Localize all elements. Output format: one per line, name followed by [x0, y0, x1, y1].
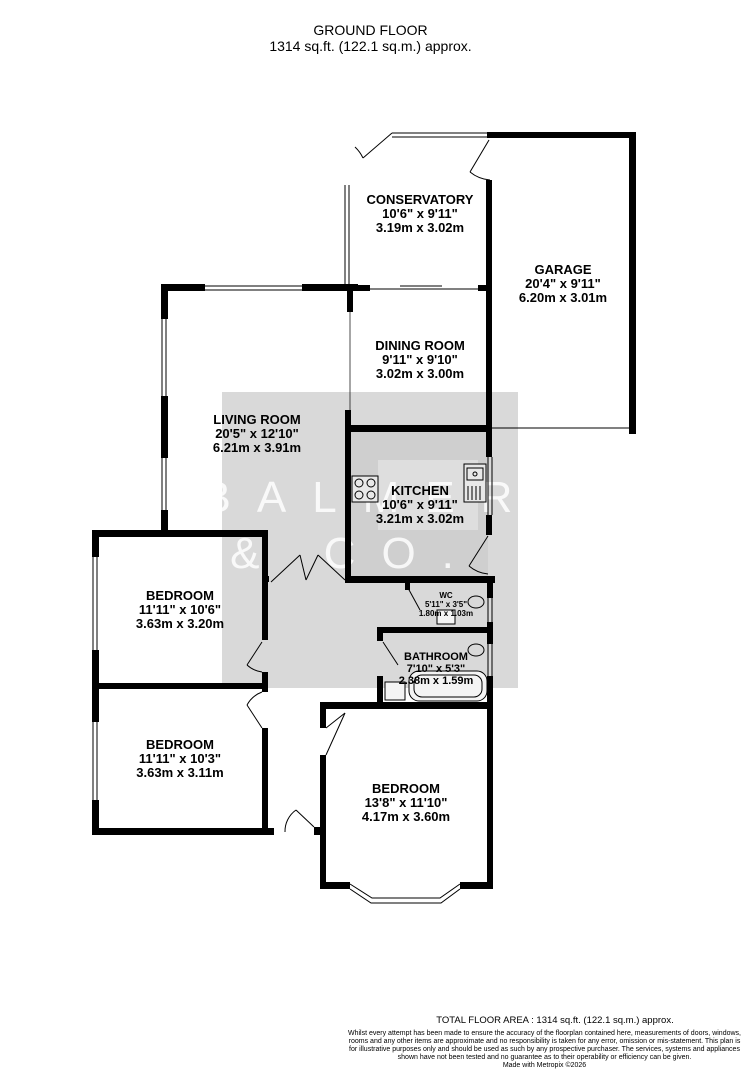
svg-text:4.17m x 3.60m: 4.17m x 3.60m	[362, 809, 450, 824]
svg-text:7'10" x 5'3": 7'10" x 5'3"	[407, 663, 465, 675]
basin-icon	[384, 609, 456, 701]
svg-text:9'11" x 9'10": 9'11" x 9'10"	[382, 352, 458, 367]
svg-text:3.63m x 3.11m: 3.63m x 3.11m	[136, 765, 223, 780]
svg-text:11'11" x 10'6": 11'11" x 10'6"	[139, 602, 221, 617]
bay-window	[349, 883, 461, 904]
svg-text:11'11" x 10'3": 11'11" x 10'3"	[139, 751, 221, 766]
svg-text:CONSERVATORY: CONSERVATORY	[367, 192, 474, 207]
disclaimer: Whilst every attempt has been made to en…	[348, 1030, 741, 1070]
svg-text:LIVING ROOM: LIVING ROOM	[213, 412, 300, 427]
svg-text:2.38m x 1.59m: 2.38m x 1.59m	[399, 675, 474, 687]
room-bedroom-1: BEDROOM 11'11" x 10'6" 3.63m x 3.20m	[136, 588, 224, 631]
door-swings	[246, 132, 491, 833]
room-wc: WC 5'11" x 3'5" 1.80m x 1.03m	[419, 591, 473, 618]
svg-text:3.63m x 3.20m: 3.63m x 3.20m	[136, 616, 224, 631]
svg-text:10'6" x 9'11": 10'6" x 9'11"	[382, 206, 458, 221]
svg-text:5'11" x 3'5": 5'11" x 3'5"	[425, 600, 467, 609]
svg-text:WC: WC	[439, 591, 453, 600]
room-bedroom-3: BEDROOM 13'8" x 11'10" 4.17m x 3.60m	[362, 781, 450, 824]
svg-text:BEDROOM: BEDROOM	[146, 737, 214, 752]
svg-text:3.02m x 3.00m: 3.02m x 3.00m	[376, 366, 464, 381]
svg-text:BATHROOM: BATHROOM	[404, 651, 468, 663]
svg-text:1.80m x 1.03m: 1.80m x 1.03m	[419, 609, 473, 618]
floor-title: GROUND FLOOR	[313, 22, 428, 38]
total-floor-area: TOTAL FLOOR AREA : 1314 sq.ft. (122.1 sq…	[436, 1015, 674, 1026]
svg-text:DINING ROOM: DINING ROOM	[375, 338, 465, 353]
svg-text:KITCHEN: KITCHEN	[391, 483, 449, 498]
room-bedroom-2: BEDROOM 11'11" x 10'3" 3.63m x 3.11m	[136, 737, 223, 780]
svg-text:10'6" x 9'11": 10'6" x 9'11"	[382, 497, 458, 512]
svg-text:BEDROOM: BEDROOM	[146, 588, 214, 603]
room-dining-room: DINING ROOM 9'11" x 9'10" 3.02m x 3.00m	[375, 338, 465, 381]
floor-area: 1314 sq.ft. (122.1 sq.m.) approx.	[269, 38, 472, 54]
disclaimer-text: Whilst every attempt has been made to en…	[348, 1030, 741, 1061]
room-garage: GARAGE 20'4" x 9'11" 6.20m x 3.01m	[519, 262, 607, 305]
svg-text:BEDROOM: BEDROOM	[372, 781, 440, 796]
svg-text:3.19m x 3.02m: 3.19m x 3.02m	[376, 220, 464, 235]
walls	[92, 132, 636, 889]
svg-text:3.21m x 3.02m: 3.21m x 3.02m	[376, 511, 464, 526]
room-living-room: LIVING ROOM 20'5" x 12'10" 6.21m x 3.91m	[213, 412, 301, 455]
toilet-icon	[467, 595, 485, 657]
svg-text:6.20m x 3.01m: 6.20m x 3.01m	[519, 290, 607, 305]
bath-icon	[408, 670, 488, 702]
svg-text:13'8" x 11'10": 13'8" x 11'10"	[365, 795, 448, 810]
svg-text:20'4" x 9'11": 20'4" x 9'11"	[525, 276, 601, 291]
room-conservatory: CONSERVATORY 10'6" x 9'11" 3.19m x 3.02m	[367, 192, 474, 235]
credit: Made with Metropix ©2026	[502, 1062, 587, 1069]
svg-text:6.21m x 3.91m: 6.21m x 3.91m	[213, 440, 301, 455]
sink-icon	[463, 463, 487, 503]
hob-icon	[351, 475, 379, 503]
svg-text:GARAGE: GARAGE	[534, 262, 591, 277]
room-bathroom: BATHROOM 7'10" x 5'3" 2.38m x 1.59m	[399, 651, 474, 687]
kitchen-worktop-shade	[378, 460, 478, 530]
svg-text:20'5" x 12'10": 20'5" x 12'10"	[215, 426, 299, 441]
room-kitchen: KITCHEN 10'6" x 9'11" 3.21m x 3.02m	[376, 483, 464, 526]
